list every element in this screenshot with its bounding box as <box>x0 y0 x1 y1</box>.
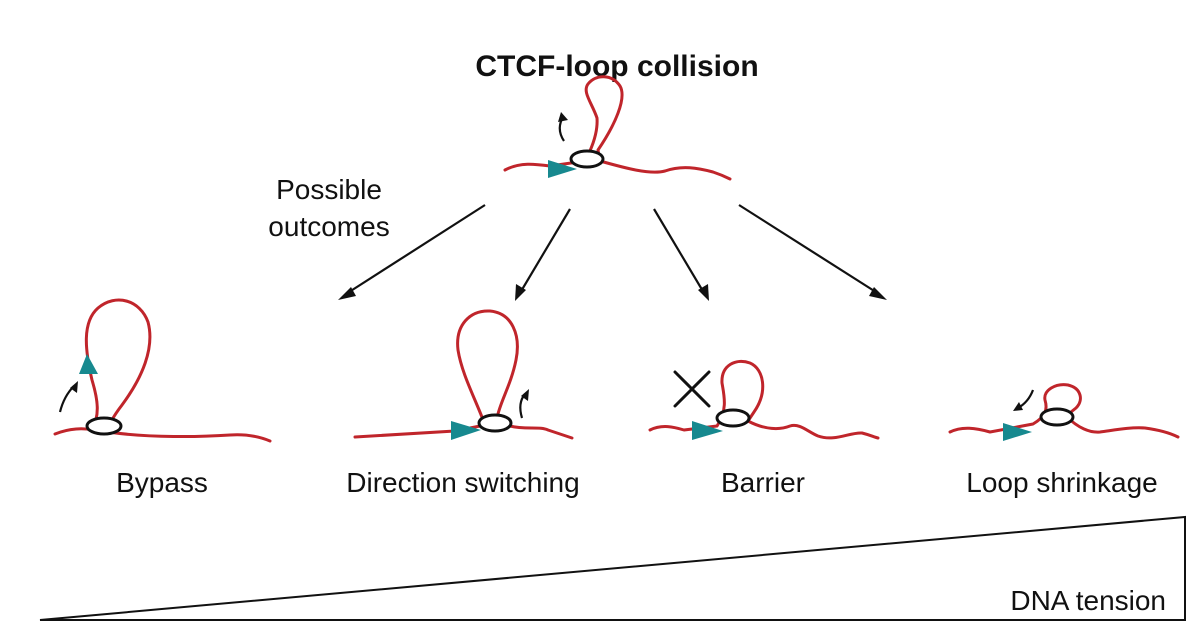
outcome-bypass: Bypass <box>53 298 272 498</box>
dna-tension-wedge <box>39 515 1186 621</box>
ctcf-triangle-icon <box>451 421 481 440</box>
branch-label-line1: Possible <box>276 174 382 205</box>
outcome-label: Barrier <box>721 467 805 498</box>
dna-strand-loop-shrinkage <box>948 383 1180 439</box>
diagram-title: CTCF-loop collision <box>475 50 758 83</box>
branch-arrow-bypass <box>338 204 486 300</box>
dna-strand-top <box>503 75 732 181</box>
extrusion-arrow-icon <box>58 381 78 413</box>
ctcf-triangle-icon <box>1003 423 1032 441</box>
collision-schematic <box>503 75 732 181</box>
extrusion-arrow-icon <box>1013 389 1035 411</box>
dna-tension-label: DNA tension <box>1010 585 1166 616</box>
outcome-loop-shrinkage: Loop shrinkage <box>948 383 1180 498</box>
outcome-barrier: Barrier <box>648 359 880 498</box>
extrusion-arrow-icon <box>558 112 568 142</box>
block-cross-icon <box>673 370 711 408</box>
cohesin-ring-icon <box>569 149 605 169</box>
branch-arrow-direction-switching <box>515 208 571 301</box>
outcome-label: Direction switching <box>346 467 579 498</box>
branch-arrow-barrier <box>653 208 709 301</box>
cohesin-ring-icon <box>1039 407 1075 427</box>
ctcf-triangle-icon <box>79 354 98 374</box>
ctcf-triangle-icon <box>692 421 723 440</box>
cohesin-ring-icon <box>715 408 751 428</box>
outcome-direction-switching: Direction switching <box>346 309 580 498</box>
outcome-label: Bypass <box>116 467 208 498</box>
branch-arrow-loop-shrinkage <box>738 204 887 300</box>
branch-label-line2: outcomes <box>268 211 389 242</box>
dna-strand-direction-switching <box>353 309 574 440</box>
cohesin-ring-icon <box>477 413 513 433</box>
extrusion-arrow-icon <box>519 389 529 419</box>
ctcf-triangle-icon <box>548 160 577 178</box>
dna-strand-bypass <box>53 298 272 443</box>
cohesin-ring-icon <box>85 416 123 436</box>
outcome-label: Loop shrinkage <box>966 467 1157 498</box>
dna-strand-barrier <box>648 359 880 440</box>
